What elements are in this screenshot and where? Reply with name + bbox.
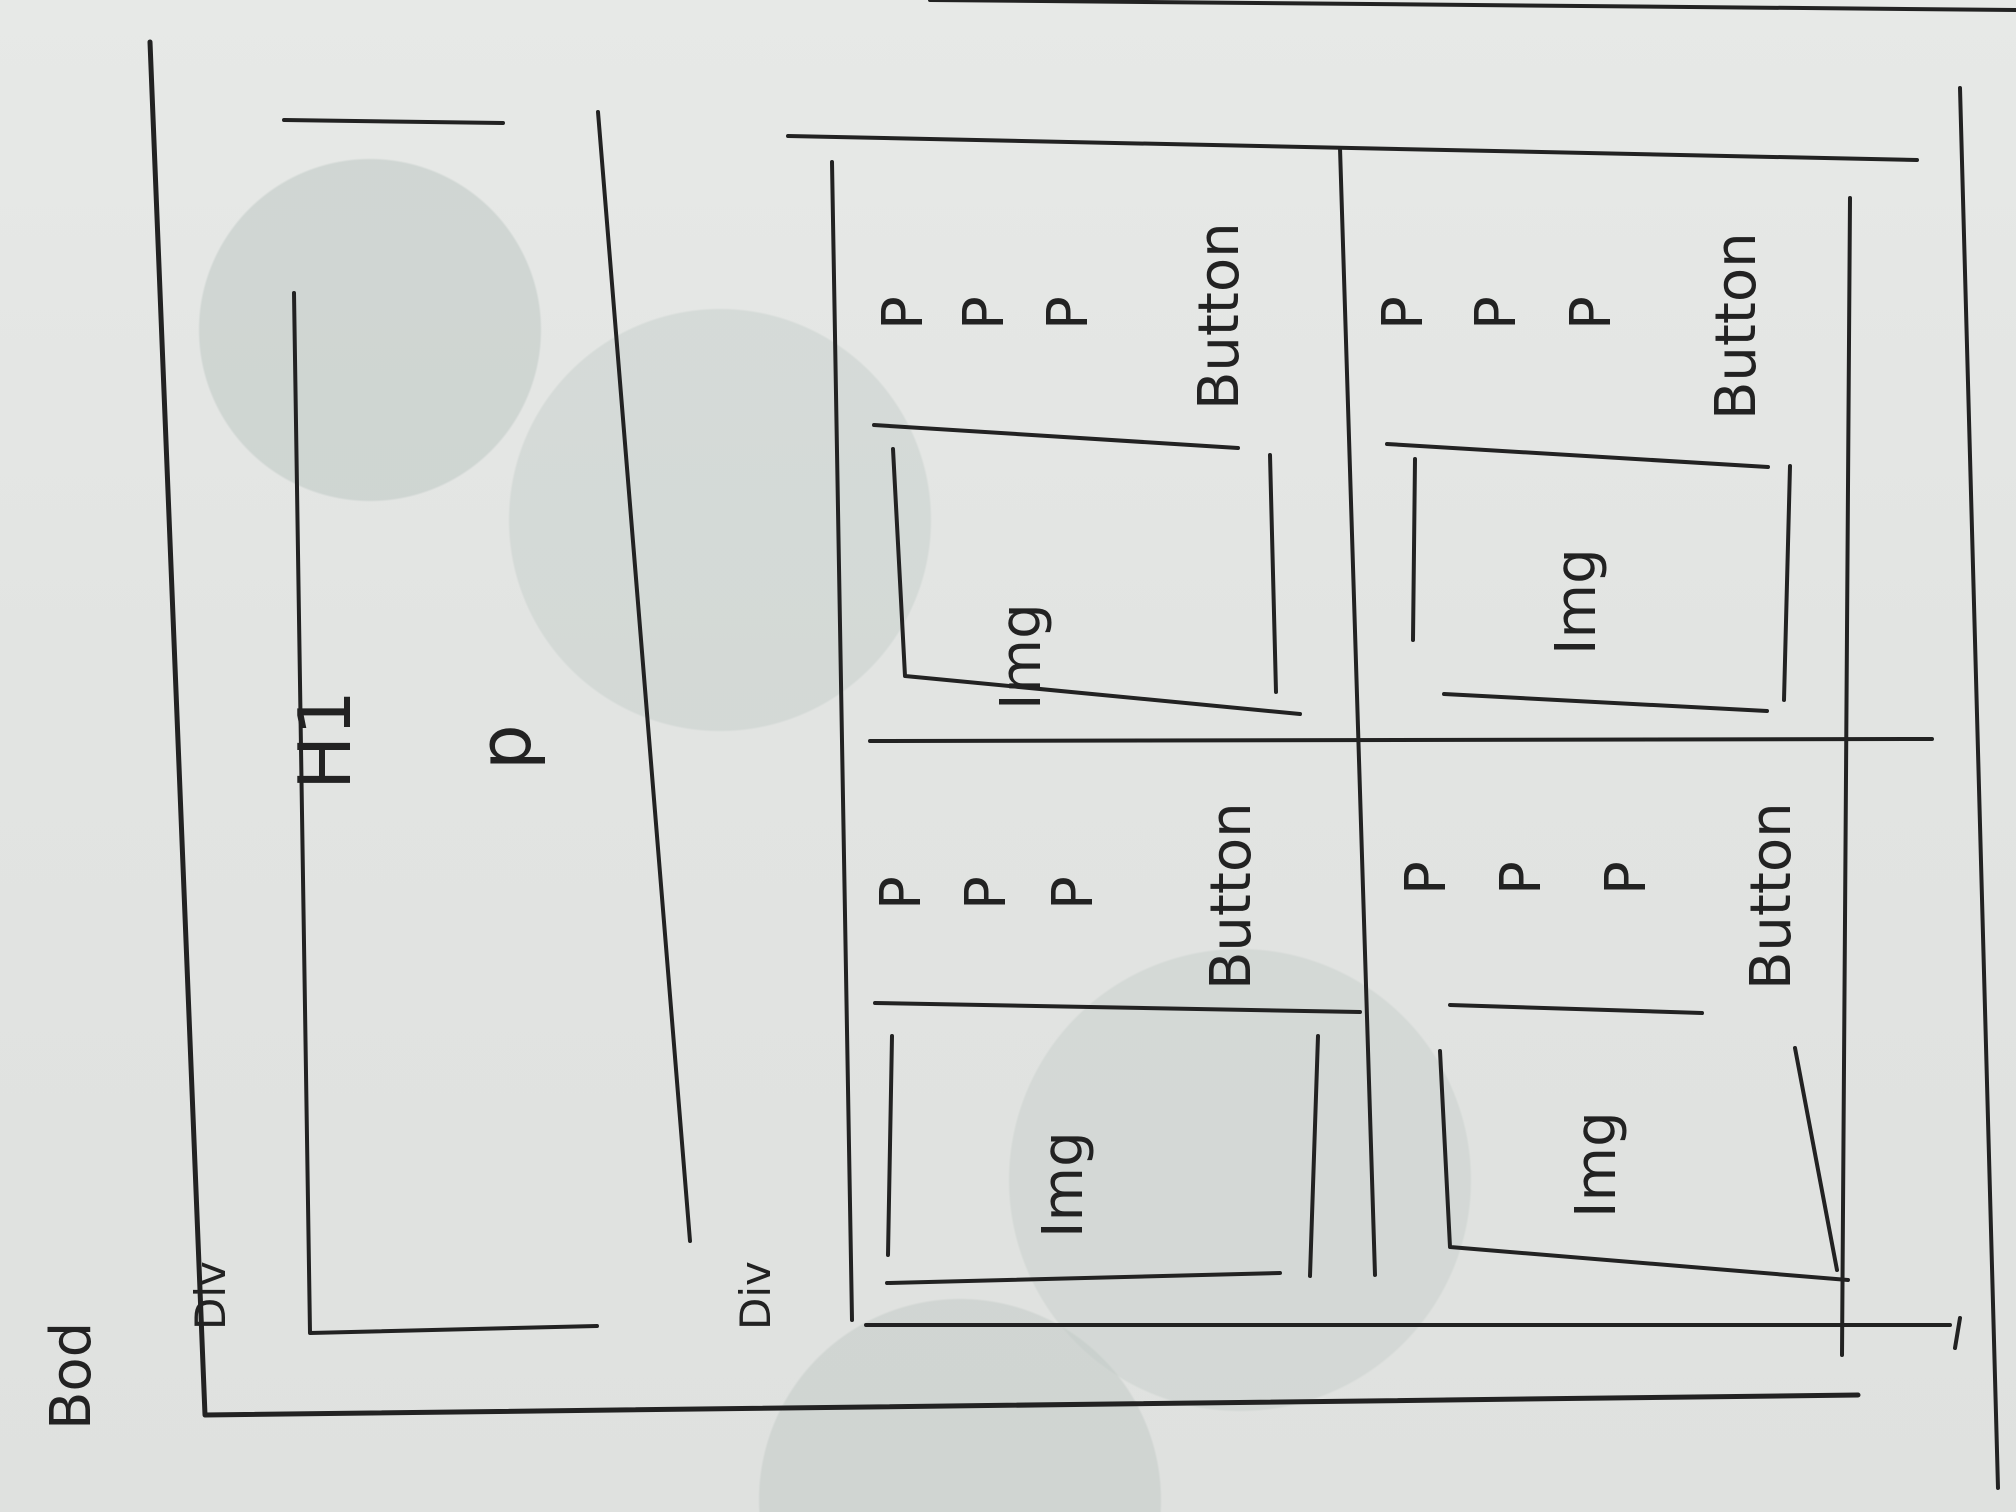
body-label: Bod: [39, 1322, 104, 1430]
card-3-img-label: Img: [1544, 548, 1609, 655]
card-4-image-frame: [1438, 1003, 1850, 1282]
card-2-paragraph-1: P: [869, 876, 934, 910]
card-3-button-label: Button: [1704, 232, 1769, 420]
card-2-img-label: Img: [1031, 1131, 1096, 1238]
card-1-button-label: Button: [1187, 222, 1252, 410]
card-1-img-label: Img: [989, 603, 1054, 710]
header-h1-label: H1: [283, 690, 367, 790]
grid-horizontal-divider: [868, 737, 1934, 743]
grid-vertical-divider: [1338, 146, 1377, 1277]
card-1-paragraph-1: P: [871, 296, 936, 330]
card-4-img-label: Img: [1564, 1111, 1629, 1218]
header-div-label: Div: [186, 1261, 235, 1330]
body-top-line: [928, 0, 2016, 12]
card-3-paragraph-2: P: [1464, 296, 1529, 330]
card-4-paragraph-1: P: [1394, 861, 1459, 895]
header-p-label: p: [463, 724, 547, 770]
card-4-paragraph-3: P: [1594, 861, 1659, 895]
grid-div-label: Div: [731, 1261, 780, 1330]
card-2-paragraph-3: P: [1041, 876, 1106, 910]
card-4-button-label: Button: [1739, 802, 1804, 990]
card-1-paragraph-2: P: [952, 296, 1017, 330]
body-frame: [147, 39, 1861, 1418]
card-3-image-frame: [1385, 442, 1792, 713]
grid-div-frame: [786, 134, 1962, 1357]
card-2-paragraph-2: P: [954, 876, 1019, 910]
card-4-paragraph-2: P: [1489, 861, 1554, 895]
header-div-frame: [282, 110, 692, 1335]
card-3-paragraph-1: P: [1371, 296, 1436, 330]
body-right-line: [1958, 86, 2000, 1490]
card-3-paragraph-3: P: [1559, 296, 1624, 330]
card-2-button-label: Button: [1199, 802, 1264, 990]
card-2-image-frame: [873, 1001, 1362, 1285]
card-1-image-frame: [872, 423, 1302, 716]
card-1-paragraph-3: P: [1036, 296, 1101, 330]
